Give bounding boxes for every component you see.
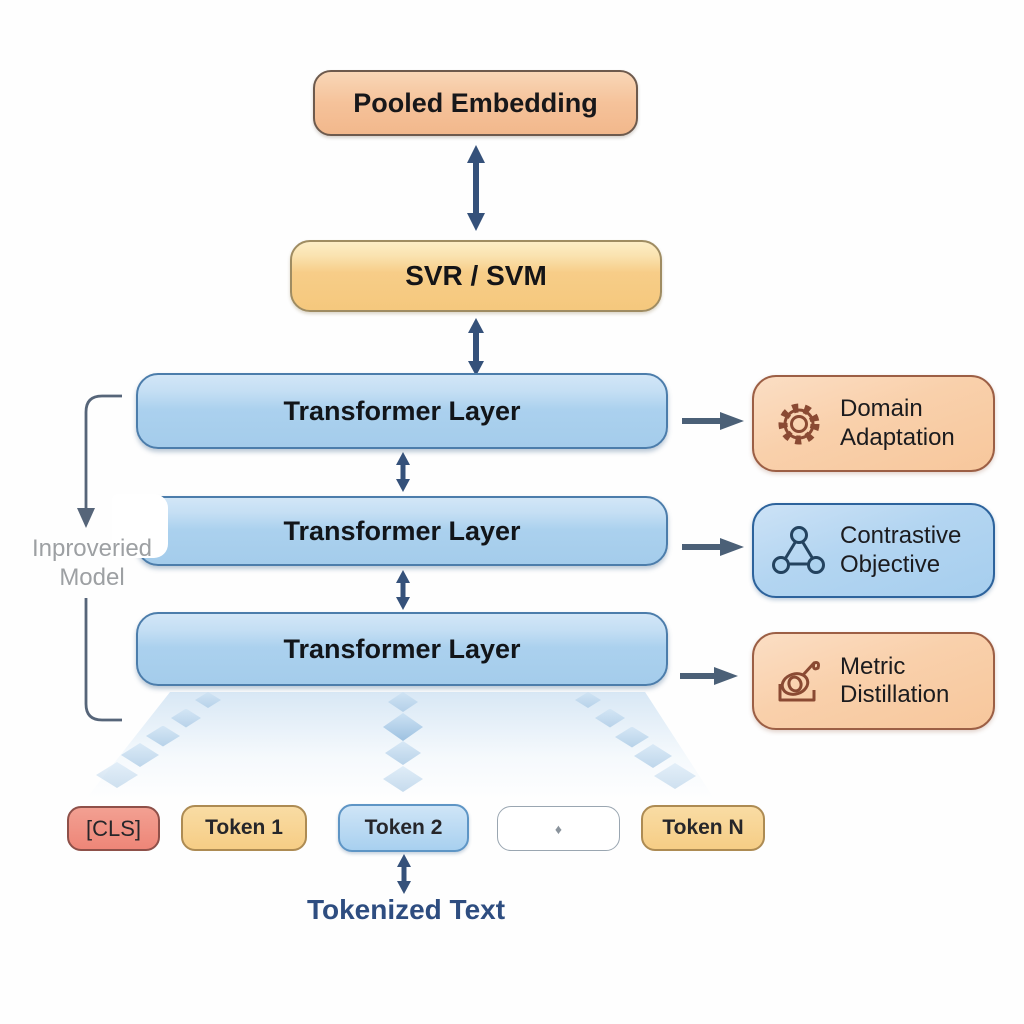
ellipsis-icon: ♦ [554, 820, 563, 837]
transformer-layer-2-label: Transformer Layer [283, 515, 521, 546]
token-1: Token 1 [181, 805, 307, 851]
arrow-to-contrastive-objective-icon [682, 538, 744, 556]
gear-icon [772, 397, 826, 451]
diamond-shape [146, 725, 180, 747]
diamond-shape [195, 692, 221, 708]
arrow-to-domain-adaptation-icon [682, 412, 744, 430]
domain-adaptation-label-line1: Domain [840, 395, 923, 423]
token-1-label: Token 1 [205, 816, 283, 839]
arrow-to-metric-distillation-icon [680, 667, 738, 685]
domain-adaptation-box: Domain Adaptation [752, 375, 995, 472]
metric-distillation-label-line2: Distillation [840, 681, 950, 708]
improved-model-label-line2: Model [59, 564, 125, 592]
svr-svm-label: SVR / SVM [405, 260, 547, 291]
contrastive-objective-label-line2: Objective [840, 550, 941, 578]
diamond-shape [575, 692, 601, 708]
transformer-layer-3-box: Transformer Layer [136, 612, 668, 686]
diamond-shape [388, 692, 418, 712]
double-arrow-svm-transformer-icon [468, 318, 484, 376]
pooled-embedding-label: Pooled Embedding [353, 87, 598, 118]
domain-adaptation-label-line2: Adaptation [840, 423, 955, 451]
triangle-network-icon [772, 524, 826, 578]
diamond-shape [615, 726, 649, 748]
double-arrow-token-text-icon [397, 854, 411, 894]
transformer-layer-1-box: Transformer Layer [136, 373, 668, 449]
transformer-layer-3-label: Transformer Layer [283, 633, 521, 664]
metric-distillation-label-line1: Metric [840, 652, 906, 680]
token-cls-label: [CLS] [85, 815, 142, 841]
svr-svm-box: SVR / SVM [290, 240, 662, 312]
pooled-embedding-box: Pooled Embedding [313, 70, 638, 136]
double-arrow-pooled-svm-icon [467, 145, 485, 231]
token-cls: [CLS] [67, 806, 160, 851]
improved-model-label: Inproveried Model [17, 534, 167, 593]
transformer-layer-1-label: Transformer Layer [283, 395, 521, 426]
label-notch-background [112, 494, 168, 558]
token-n: Token N [641, 805, 765, 851]
contrastive-objective-box: Contrastive Objective [752, 503, 995, 598]
distillation-icon [772, 654, 826, 708]
token-2-label: Token 2 [364, 816, 443, 839]
improved-model-label-line1: Inproveried [31, 535, 153, 562]
diamond-shape [171, 708, 201, 728]
token-2: Token 2 [338, 804, 469, 852]
improved-model-bracket-icon [77, 394, 122, 722]
diamond-shape [595, 708, 625, 728]
double-arrow-t2-t3-icon [396, 570, 410, 610]
contrastive-objective-label-line1: Contrastive [840, 522, 962, 550]
token-ellipsis: ♦ [497, 806, 620, 851]
transformer-layer-2-box: Transformer Layer [136, 496, 668, 566]
double-arrow-t1-t2-icon [396, 452, 410, 492]
tokenized-text-label: Tokenized Text [306, 894, 506, 925]
token-n-label: Token N [662, 816, 744, 839]
metric-distillation-box: Metric Distillation [752, 632, 995, 730]
